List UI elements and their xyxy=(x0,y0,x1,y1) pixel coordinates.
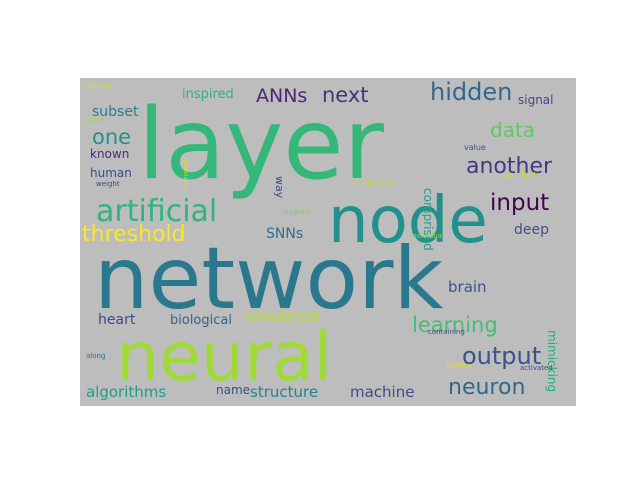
cloud-background xyxy=(80,78,576,406)
word-algorithms: algorithms xyxy=(86,383,166,401)
word-inspired: inspired xyxy=(182,87,234,102)
word-human: human xyxy=(90,166,132,180)
word-snns: SNNs xyxy=(266,226,303,242)
word-heart: heart xyxy=(98,312,136,328)
word-linked: linked xyxy=(86,117,104,124)
word-weight: weight xyxy=(96,180,120,188)
word-nothing: nothing xyxy=(446,362,473,370)
word-output: output xyxy=(462,342,541,370)
word-one: one xyxy=(92,125,131,149)
word-neuron: neuron xyxy=(448,375,525,400)
word-subset: subset xyxy=(92,104,139,120)
word-mimicking: mimicking xyxy=(545,330,559,392)
word-name: name xyxy=(216,383,250,397)
word-another: another xyxy=(466,154,553,179)
word-data: data xyxy=(490,118,535,142)
word-hidden: hidden xyxy=(430,78,512,106)
word-simulated: simulated xyxy=(244,308,318,326)
word-along: along xyxy=(86,352,105,360)
word-feedforward: feedforward xyxy=(354,180,396,188)
word-biological: biological xyxy=(170,313,232,328)
word-network: network xyxy=(94,229,443,329)
word-anns: ANNs xyxy=(256,85,307,107)
word-neural: neural xyxy=(116,318,333,397)
word-machine: machine xyxy=(350,383,414,401)
word-diagram: diagram xyxy=(282,208,311,216)
word-deep: deep xyxy=(514,222,549,238)
word-way: way xyxy=(273,176,286,199)
word-specified: specified xyxy=(500,171,536,180)
word-threshold: threshold xyxy=(82,222,186,247)
word-activated: activated xyxy=(520,364,553,372)
word-node: node xyxy=(328,184,488,258)
word-artificial: artificial xyxy=(96,194,217,229)
word-brain: brain xyxy=(448,278,487,296)
word-known: known xyxy=(90,147,129,161)
word-signal: signal xyxy=(518,93,554,107)
word-input: input xyxy=(490,190,549,216)
word-comprised: comprised xyxy=(421,188,435,251)
word-structure: structure xyxy=(250,383,318,401)
word-associated: associated xyxy=(182,158,189,190)
word-follows: follows xyxy=(298,340,305,361)
word-connects: connects xyxy=(84,83,111,90)
word-learning: learning xyxy=(412,313,498,337)
word-containing: containing xyxy=(428,328,465,336)
word-layer: layer xyxy=(138,88,385,202)
word-value: value xyxy=(464,143,486,152)
word-next: next xyxy=(322,83,369,107)
word-individual: individual xyxy=(410,232,444,240)
